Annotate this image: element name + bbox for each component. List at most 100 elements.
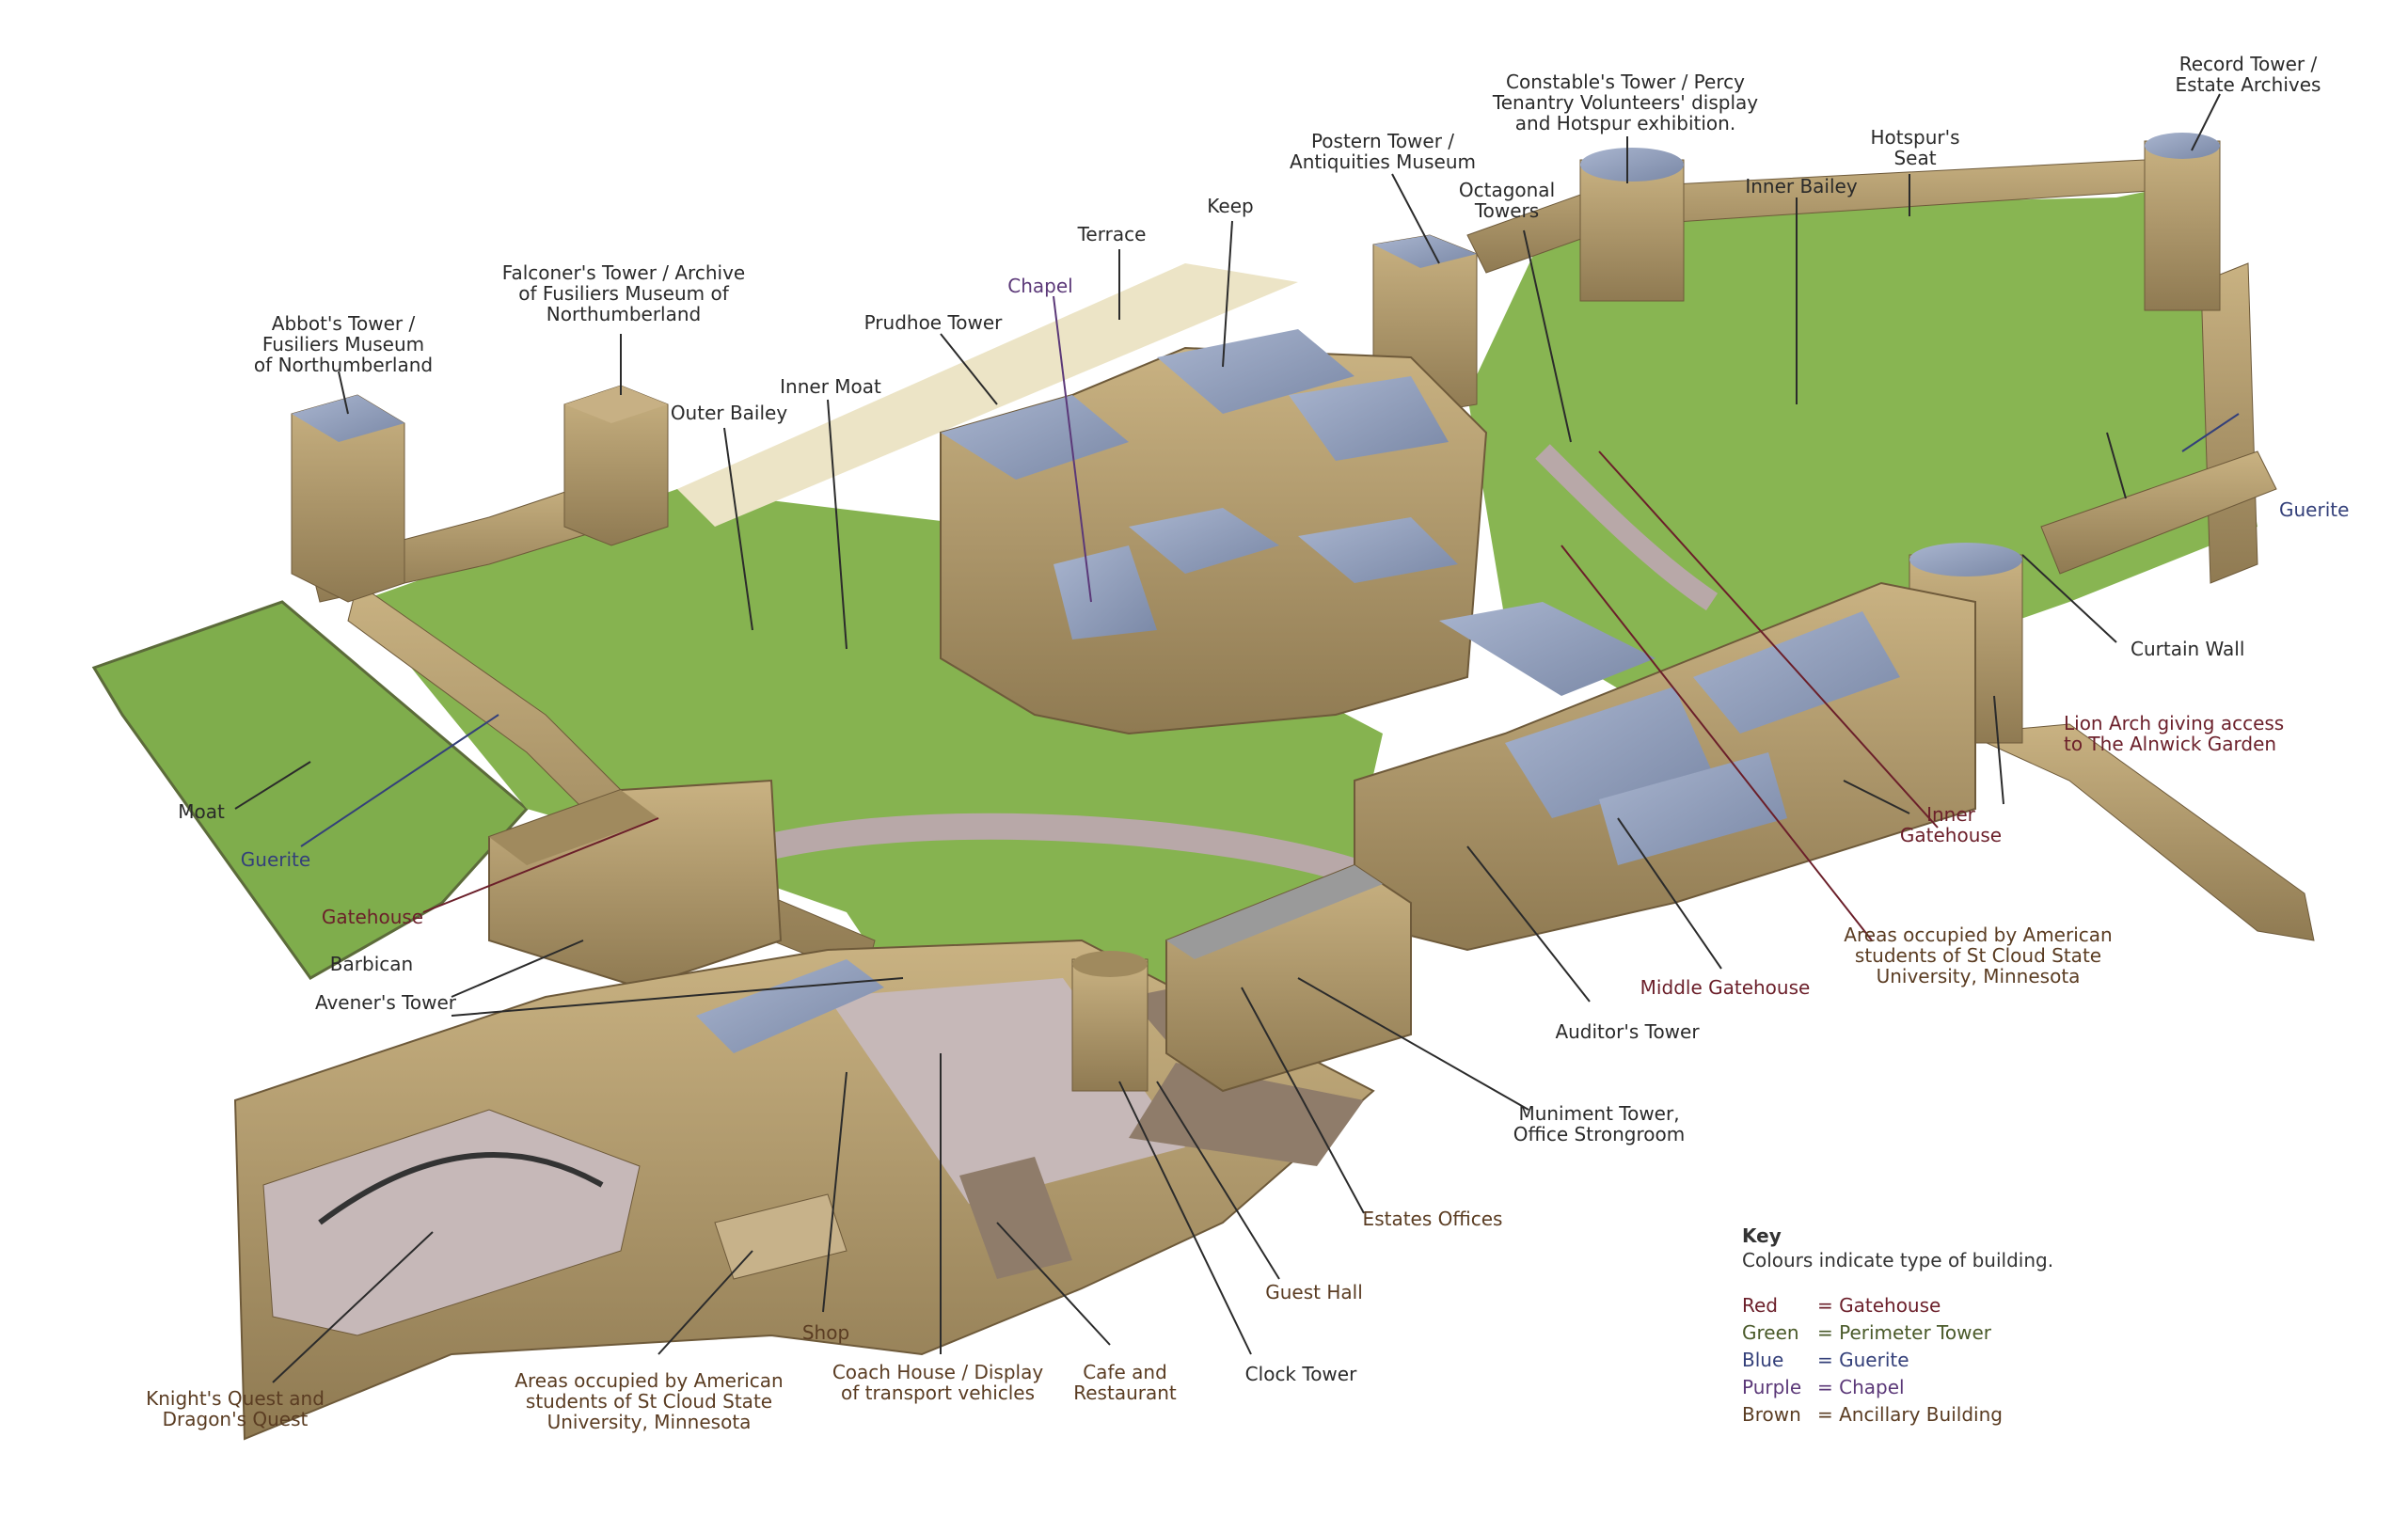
label-line: Restaurant [1073, 1382, 1177, 1404]
label-line: Auditor's Tower [1555, 1020, 1700, 1043]
label-line: Guest Hall [1265, 1281, 1363, 1303]
key-row-green: Green = Perimeter Tower [1742, 1319, 2053, 1347]
abbots-tower-shape [291, 394, 405, 603]
label-line: Postern Tower / [1310, 130, 1455, 152]
key-colour: Brown [1742, 1403, 1801, 1426]
barbican-shape [488, 779, 783, 989]
label-line: of Fusiliers Museum of [518, 282, 729, 305]
label-middle-gatehouse: Middle Gatehouse [1640, 977, 1811, 998]
label-line: Muniment Tower, [1518, 1102, 1680, 1125]
label-line: to The Alnwick Garden [2064, 733, 2277, 755]
label-line: Estates Offices [1362, 1208, 1503, 1230]
label-line: Clock Tower [1244, 1363, 1357, 1385]
lion-bridge [1964, 723, 2315, 941]
key-meaning: = Perimeter Tower [1817, 1321, 1991, 1344]
key-meaning: = Ancillary Building [1817, 1403, 2003, 1426]
inner-bailey-grass [1467, 188, 2258, 734]
label-line: Antiquities Museum [1290, 150, 1476, 173]
label-line: Middle Gatehouse [1640, 976, 1811, 999]
key-subtitle: Colours indicate type of building. [1742, 1249, 2054, 1271]
label-line: Cafe and [1083, 1361, 1167, 1383]
label-line: Prudhoe Tower [863, 311, 1003, 334]
label-line: Inner [1926, 803, 1975, 826]
label-line: Seat [1893, 147, 1937, 169]
key-colour: Green [1742, 1321, 1799, 1344]
key-colour: Blue [1742, 1349, 1784, 1371]
label-inner-bailey: Inner Bailey [1745, 176, 1857, 197]
key-colour: Purple [1742, 1376, 1802, 1398]
label-postern-tower: Postern Tower /Antiquities Museum [1290, 131, 1476, 172]
label-line: Coach House / Display [832, 1361, 1044, 1383]
label-line: Record Tower / [2178, 53, 2318, 75]
label-line: Guerite [2279, 498, 2350, 521]
label-line: Hotspur's [1870, 126, 1960, 149]
label-aveners-tower: Avener's Tower [315, 992, 456, 1013]
label-line: Moat [178, 800, 225, 823]
key-meaning: = Guerite [1817, 1349, 1909, 1371]
keep-complex-shape [940, 329, 1656, 735]
label-chapel: Chapel [1007, 276, 1072, 296]
key-row-brown: Brown = Ancillary Building [1742, 1401, 2053, 1429]
middle-gatehouse-range [1354, 581, 1976, 952]
label-line: University, Minnesota [547, 1411, 752, 1433]
label-curtain-wall: Curtain Wall [2131, 639, 2244, 659]
label-shop: Shop [802, 1322, 849, 1343]
label-gatehouse: Gatehouse [322, 907, 423, 927]
label-line: Gatehouse [321, 906, 424, 928]
label-line: Chapel [1007, 275, 1073, 297]
key-row-red: Red = Gatehouse [1742, 1292, 2053, 1319]
colour-key: Key Colours indicate type of building. R… [1742, 1224, 2053, 1429]
label-inner-moat: Inner Moat [780, 376, 881, 397]
guest-hall-roof [1166, 865, 1383, 959]
label-line: students of St Cloud State [525, 1390, 773, 1413]
label-line: Avener's Tower [314, 991, 457, 1014]
falconers-tower-shape [563, 385, 669, 546]
label-record-tower: Record Tower /Estate Archives [2176, 54, 2321, 95]
label-line: Keep [1207, 195, 1254, 217]
label-line: Octagonal [1458, 179, 1556, 201]
leader-lines-colored [300, 295, 2240, 941]
label-line: Barbican [329, 953, 414, 975]
key-row-blue: Blue = Guerite [1742, 1347, 2053, 1374]
label-line: Dragon's Quest [162, 1408, 309, 1430]
label-line: Inner Bailey [1745, 175, 1858, 197]
label-line: of transport vehicles [840, 1382, 1036, 1404]
label-line: Terrace [1077, 223, 1147, 245]
label-keep: Keep [1207, 196, 1253, 216]
label-line: Curtain Wall [2131, 638, 2245, 660]
label-clock-tower: Clock Tower [1245, 1364, 1357, 1384]
label-line: and Hotspur exhibition. [1514, 112, 1736, 134]
label-line: Constable's Tower / Percy [1506, 71, 1745, 93]
label-line: Areas occupied by American [515, 1369, 784, 1392]
label-line: students of St Cloud State [1854, 944, 2102, 967]
label-line: Knight's Quest and [146, 1387, 325, 1410]
key-title: Key [1742, 1224, 1782, 1247]
label-prudhoe-tower: Prudhoe Tower [864, 312, 1003, 333]
label-line: Office Strongroom [1513, 1123, 1686, 1145]
label-line: Tenantry Volunteers' display [1492, 91, 1759, 114]
inner-path [1535, 444, 1719, 611]
label-line: Abbot's Tower / [271, 312, 416, 335]
label-line: of Northumberland [253, 354, 434, 376]
label-line: Estate Archives [2175, 73, 2321, 96]
label-terrace: Terrace [1078, 224, 1147, 245]
east-curtain-wall [2200, 262, 2258, 584]
key-meaning: = Gatehouse [1817, 1294, 1941, 1317]
label-line: Guerite [240, 848, 311, 871]
label-line: Fusiliers Museum [261, 333, 425, 355]
label-line: Inner Moat [780, 375, 881, 398]
label-line: Lion Arch giving access [2064, 712, 2285, 734]
constables-tower-shape [1579, 148, 1685, 302]
label-line: Northumberland [546, 303, 702, 325]
record-tower-shape [2144, 133, 2221, 311]
label-barbican: Barbican [330, 954, 413, 974]
